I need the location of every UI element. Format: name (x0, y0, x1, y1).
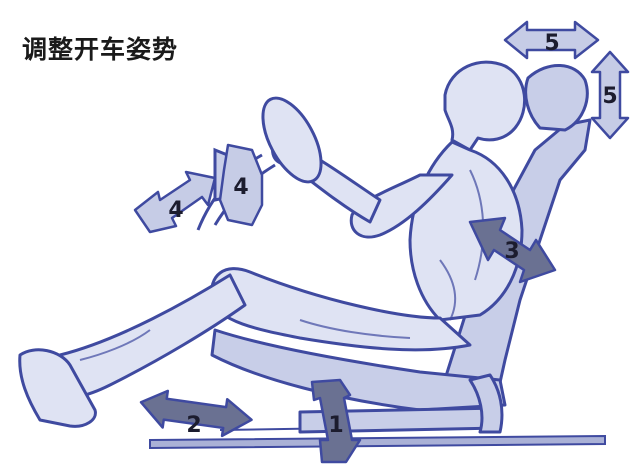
adjust-arrow-4-steering-reach: 4 (133, 170, 217, 234)
steering-wheel (196, 96, 323, 231)
adjust-arrow-5-headrest-angle: 5 (590, 50, 630, 140)
arrow-1-label: 1 (328, 413, 343, 438)
arrow-2-label: 2 (186, 413, 201, 438)
arrow-4b-label: 4 (233, 175, 248, 200)
diagram-title: 调整开车姿势 (22, 35, 179, 64)
adjust-arrow-3-backrest: 3 (468, 216, 557, 284)
arrow-5-label: 5 (544, 31, 559, 56)
adjust-arrow-5-headrest-height: 5 (503, 20, 600, 60)
adjust-arrow-4-steering-tilt: 4 (218, 143, 264, 227)
arrow-5b-label: 5 (602, 84, 617, 109)
arrow-3-label: 3 (504, 239, 519, 264)
adjust-arrow-1-seat-height: 1 (310, 378, 362, 464)
arrow-4-label: 4 (168, 198, 183, 223)
adjust-arrow-2-seat-slide: 2 (139, 389, 253, 438)
